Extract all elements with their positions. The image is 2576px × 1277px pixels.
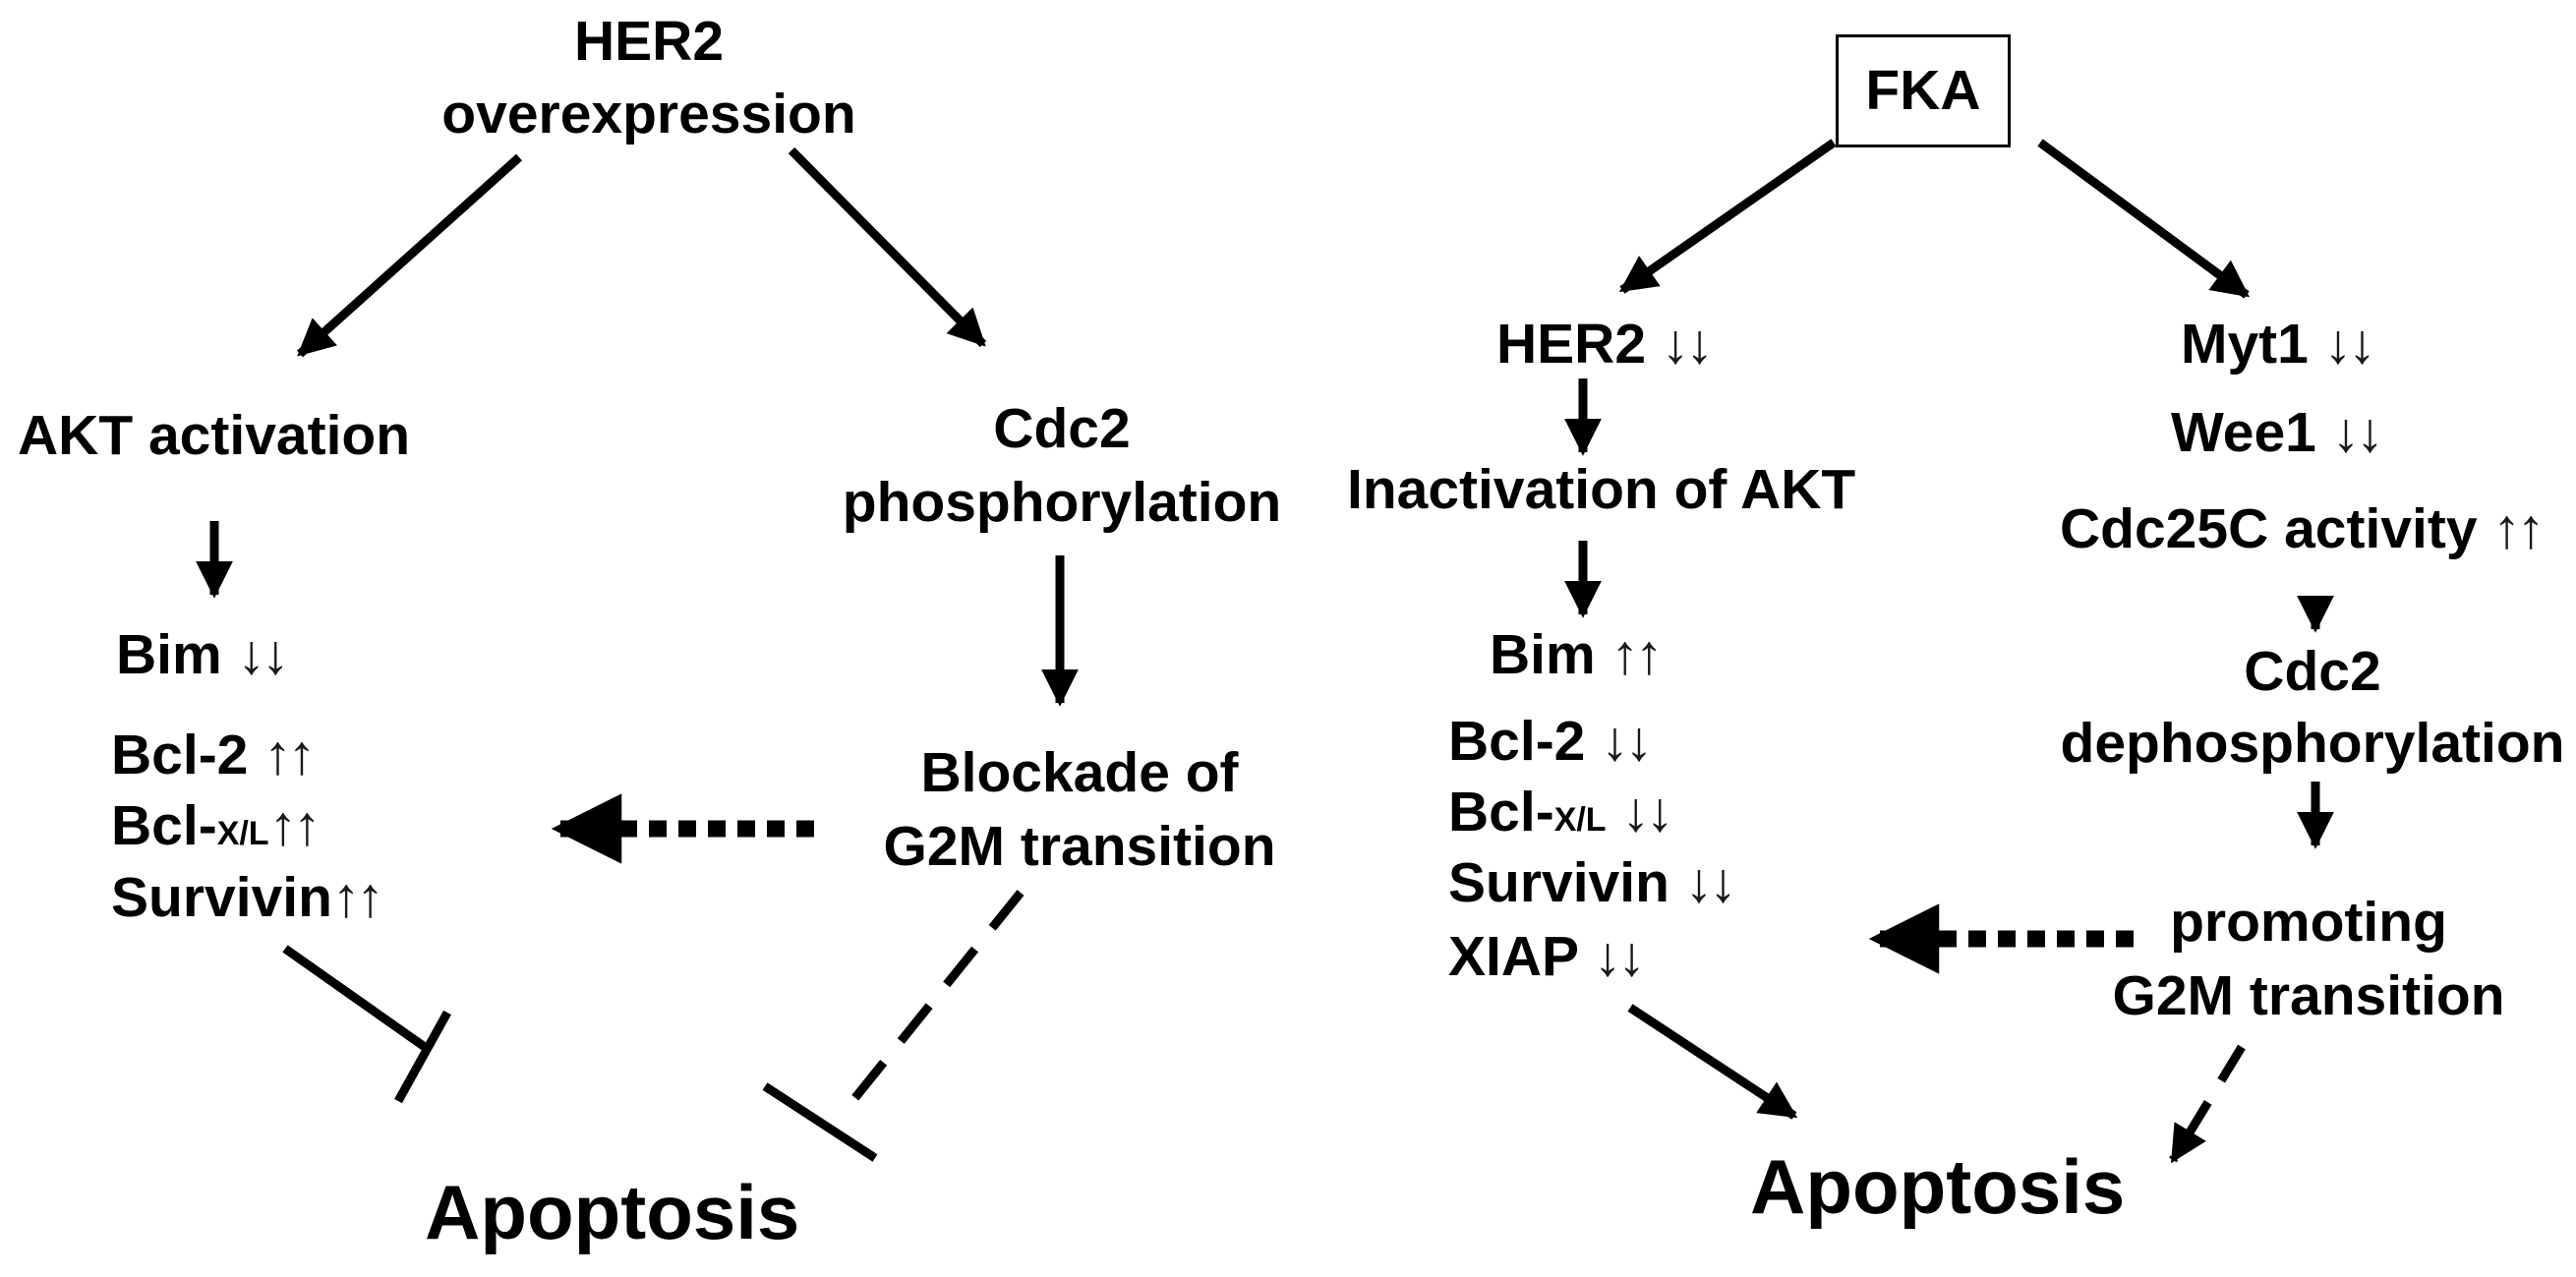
inactivation-akt-label: Inactivation of AKT — [1347, 458, 1856, 521]
arrow-fka-to-myt1 — [2037, 139, 2251, 299]
survivin-down-arrows-r: ↓↓ — [1684, 851, 1737, 914]
inhibit-bar-survivin — [394, 1010, 451, 1104]
bclx-item-r: Bcl-X/L ↓↓ — [1448, 781, 1673, 843]
inhibit-line-survivin — [282, 945, 428, 1051]
promoting-label: promoting — [2170, 891, 2447, 954]
cdc25c-item: Cdc25C activity ↑↑ — [2060, 501, 2545, 557]
dephosphorylation-label: dephosphorylation — [2060, 712, 2565, 775]
inhibit-dashed-blockade — [837, 890, 1025, 1119]
cdc25c-label: Cdc25C activity — [2060, 497, 2478, 560]
bim-down-arrows: ↓↓ — [237, 623, 290, 686]
arrow-her2-to-cdc2 — [788, 146, 987, 348]
survivin-label: Survivin — [111, 866, 332, 929]
arrow-her2-to-akt — [296, 153, 523, 358]
myt1-down-arrows: ↓↓ — [2323, 313, 2376, 376]
arrow-xiap-to-apoptosis — [1627, 1004, 1798, 1120]
bclx-subscript: X/L — [216, 815, 269, 852]
akt-activation-label: AKT activation — [18, 404, 411, 467]
her2-label-r: HER2 — [1496, 313, 1647, 376]
bclx-item: Bcl-X/L↑↑ — [111, 798, 322, 854]
g2m-transition-label-r: G2M transition — [2112, 964, 2505, 1027]
bim-item: Bim ↓↓ — [116, 627, 290, 683]
bcl2-item: Bcl-2 ↑↑ — [111, 724, 316, 786]
bcl2-down-arrows-r: ↓↓ — [1601, 710, 1653, 773]
bclx-label-r: Bcl- — [1448, 781, 1554, 843]
survivin-item: Survivin↑↑ — [111, 870, 384, 926]
her2-down-arrows: ↓↓ — [1661, 313, 1714, 376]
bclx-subscript-r: X/L — [1553, 801, 1607, 839]
cdc2-label: Cdc2 — [993, 397, 1131, 460]
g2m-transition-label: G2M transition — [883, 815, 1276, 878]
myt1-item: Myt1 ↓↓ — [2181, 317, 2376, 373]
apoptosis-label-right: Apoptosis — [1750, 1143, 2126, 1230]
bcl2-up-arrows: ↑↑ — [263, 724, 316, 786]
wee1-item: Wee1 ↓↓ — [2171, 405, 2384, 461]
bim-label: Bim — [116, 623, 222, 686]
bim-up-arrows-r: ↑↑ — [1610, 623, 1664, 686]
bcl2-label: Bcl-2 — [111, 724, 249, 786]
her2-item-r: HER2 ↓↓ — [1496, 317, 1714, 373]
survivin-item-r: Survivin ↓↓ — [1448, 855, 1737, 911]
survivin-label-r: Survivin — [1448, 851, 1669, 914]
bclx-down-arrows-r: ↓↓ — [1621, 781, 1673, 843]
myt1-label: Myt1 — [2181, 313, 2309, 376]
inhibit-bar-blockade — [762, 1082, 878, 1162]
wee1-label: Wee1 — [2171, 401, 2316, 464]
xiap-down-arrows-r: ↓↓ — [1593, 925, 1646, 988]
bclx-up-arrows: ↑↑ — [268, 794, 322, 857]
apoptosis-label-left: Apoptosis — [425, 1169, 800, 1255]
bim-label-r: Bim — [1490, 623, 1596, 686]
overexpression-label: overexpression — [441, 83, 856, 145]
bcl2-item-r: Bcl-2 ↓↓ — [1448, 714, 1653, 770]
arrow-fka-to-her2 — [1618, 139, 1837, 294]
cdc25c-up-arrows: ↑↑ — [2492, 497, 2545, 560]
blockade-label: Blockade of — [920, 741, 1239, 804]
bclx-label: Bcl- — [111, 794, 217, 857]
her2-label: HER2 — [573, 10, 725, 73]
xiap-label-r: XIAP — [1448, 925, 1579, 988]
survivin-up-arrows: ↑↑ — [331, 866, 384, 929]
fka-label: FKA — [1865, 59, 1981, 122]
wee1-down-arrows: ↓↓ — [2331, 401, 2384, 464]
xiap-item-r: XIAP ↓↓ — [1448, 929, 1646, 985]
fka-box — [1836, 34, 2011, 147]
bim-item-r: Bim ↑↑ — [1490, 627, 1664, 683]
phosphorylation-label: phosphorylation — [842, 471, 1282, 534]
cdc2-label-r: Cdc2 — [2244, 640, 2381, 703]
bcl2-label-r: Bcl-2 — [1448, 710, 1586, 773]
dashed-arrow-promoting-to-apoptosis — [2169, 1044, 2246, 1164]
